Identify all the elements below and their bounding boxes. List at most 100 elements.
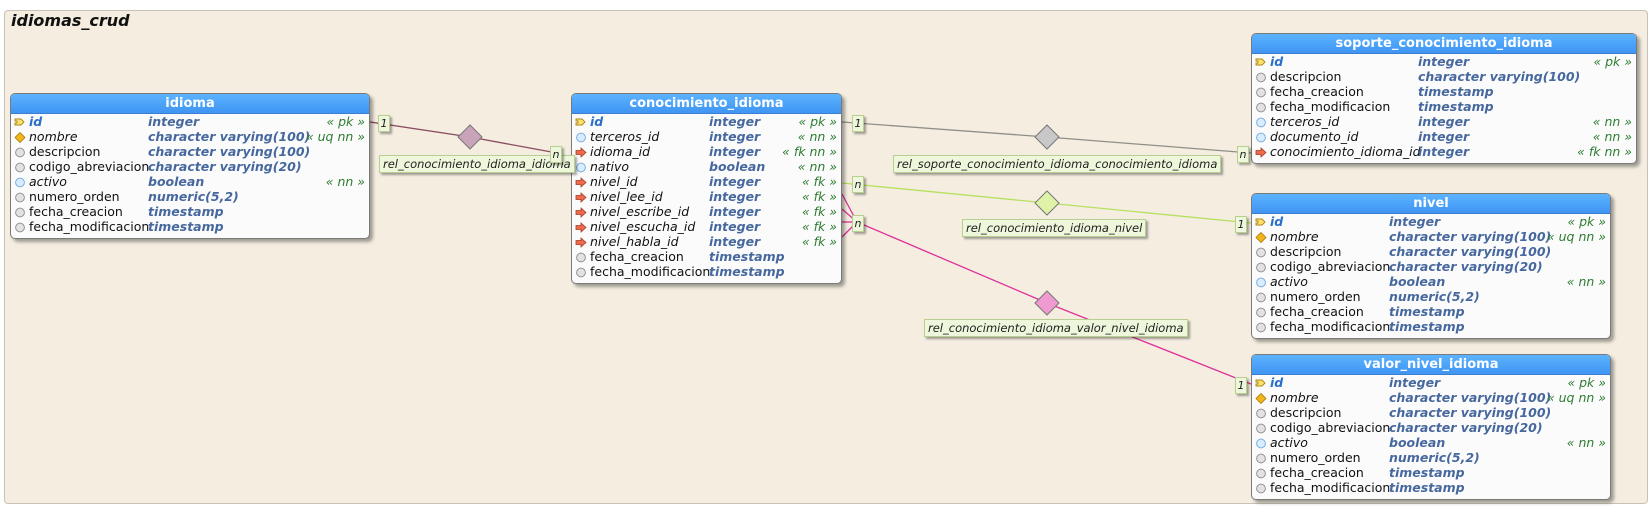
column-icon [14,146,26,158]
key-icon [1255,216,1267,227]
column-type: boolean [148,174,205,189]
relationship-diamond-icon[interactable] [1034,290,1060,316]
column-constraint: « fk nn » [1577,144,1632,159]
table-header[interactable]: valor_nivel_idioma [1252,355,1610,375]
relationship-label[interactable]: rel_conocimiento_idioma_nivel [962,219,1147,237]
column-icon [575,266,587,278]
column-name: descripcion [1270,244,1342,259]
column-name: activo [1270,274,1308,289]
column-icon [14,191,26,203]
cardinality-label: n [852,176,864,193]
fk-arrow-icon [575,191,587,203]
column-name: activo [29,174,67,189]
table-header[interactable]: idioma [11,94,369,114]
table-header[interactable]: soporte_conocimiento_idioma [1252,34,1636,54]
column-type: integer [709,234,761,249]
relationship-diamond-icon[interactable] [1034,124,1060,150]
relationship-diamond-icon[interactable] [1034,190,1060,216]
column-icon [1255,101,1267,113]
column-constraint: « nn » [797,129,837,144]
table-header[interactable]: conocimiento_idioma [572,94,841,114]
column-icon [1255,246,1267,258]
column-name: conocimiento_idioma_id [1270,144,1421,159]
column-name: fecha_creacion [29,204,123,219]
relationship-label[interactable]: rel_soporte_conocimiento_idioma_conocimi… [893,155,1222,173]
column-name: fecha_creacion [590,249,684,264]
column-constraint: « uq nn » [305,129,365,144]
column-type: integer [709,189,761,204]
column-name: numero_orden [1270,289,1361,304]
column-name: descripcion [1270,405,1342,420]
column-name: fecha_creacion [1270,304,1364,319]
column-constraint: « nn » [1592,129,1632,144]
relationship-diamond-icon[interactable] [457,124,483,150]
column-constraint: « fk » [801,219,837,234]
table-header[interactable]: nivel [1252,194,1610,214]
column-row[interactable]: descripcion character varying(100) [1252,405,1610,420]
column-type: numeric(5,2) [1389,450,1480,465]
relationship-label[interactable]: rel_conocimiento_idioma_idioma [379,155,575,173]
column-type: integer [1418,129,1470,144]
column-name: codigo_abreviacion [1270,259,1391,274]
column-type: timestamp [148,219,224,234]
column-type: integer [1389,375,1441,390]
column-constraint: « fk nn » [782,144,837,159]
column-name: codigo_abreviacion [1270,420,1391,435]
column-type: character varying(100) [1389,390,1552,405]
column-type: character varying(100) [1389,405,1552,420]
column-constraint: « fk » [801,204,837,219]
column-constraint: « uq nn » [1546,229,1606,244]
column-type: integer [709,129,761,144]
relationship-label[interactable]: rel_conocimiento_idioma_valor_nivel_idio… [924,319,1188,337]
column-icon [1255,261,1267,273]
column-constraint: « uq nn » [1546,390,1606,405]
column-constraint: « pk » [326,114,365,129]
